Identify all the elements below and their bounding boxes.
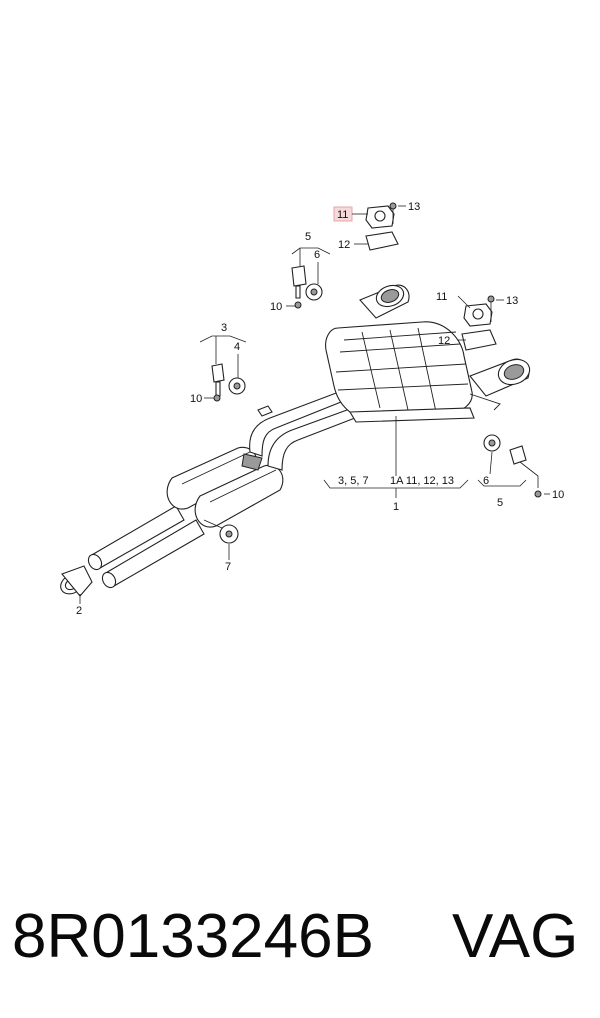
left-hanger-group [211, 363, 246, 402]
callout-2: 2 [76, 605, 82, 617]
callout-6-bottom: 6 [483, 475, 489, 487]
callout-7: 7 [225, 561, 231, 573]
group-label-left: 3, 5, 7 [338, 475, 369, 487]
callout-13-top: 13 [408, 201, 420, 213]
callout-1: 1 [393, 501, 399, 513]
top-hanger-group [291, 265, 323, 309]
rubber-mount-7 [203, 519, 239, 544]
leader-lines [79, 205, 550, 604]
front-clamp [60, 565, 93, 597]
callout-12-right: 12 [438, 335, 450, 347]
callout-3-left: 3 [221, 322, 227, 334]
right-actuator-assembly [461, 295, 497, 351]
front-silencers [166, 446, 284, 528]
callout-11-top: 11 [337, 209, 348, 221]
callout-10-top: 10 [270, 301, 282, 313]
brand-name: VAG [452, 902, 579, 971]
bottom-right-hanger-group [483, 434, 542, 498]
group-label-mid: 1A 11, 12, 13 [390, 475, 454, 487]
callout-labels: 11 13 12 5 6 10 3 4 10 11 13 12 7 2 6 5 … [76, 201, 564, 617]
footer: 8R0133246B VAG [0, 892, 600, 982]
front-pipes [87, 505, 205, 589]
part-number: 8R0133246B [12, 902, 374, 971]
rear-silencer [325, 321, 475, 423]
callout-5-bottom: 5 [497, 497, 503, 509]
tail-pipes [359, 284, 531, 411]
callout-10-bottom: 10 [552, 489, 564, 501]
callout-12-top: 12 [338, 239, 350, 251]
callout-10-left: 10 [190, 393, 202, 405]
callout-13-right: 13 [506, 295, 518, 307]
callout-4-left: 4 [234, 341, 240, 353]
callout-5-top: 5 [305, 231, 311, 243]
callout-6-top: 6 [314, 249, 320, 261]
top-actuator-assembly [333, 202, 399, 251]
callout-11-right: 11 [436, 291, 447, 303]
